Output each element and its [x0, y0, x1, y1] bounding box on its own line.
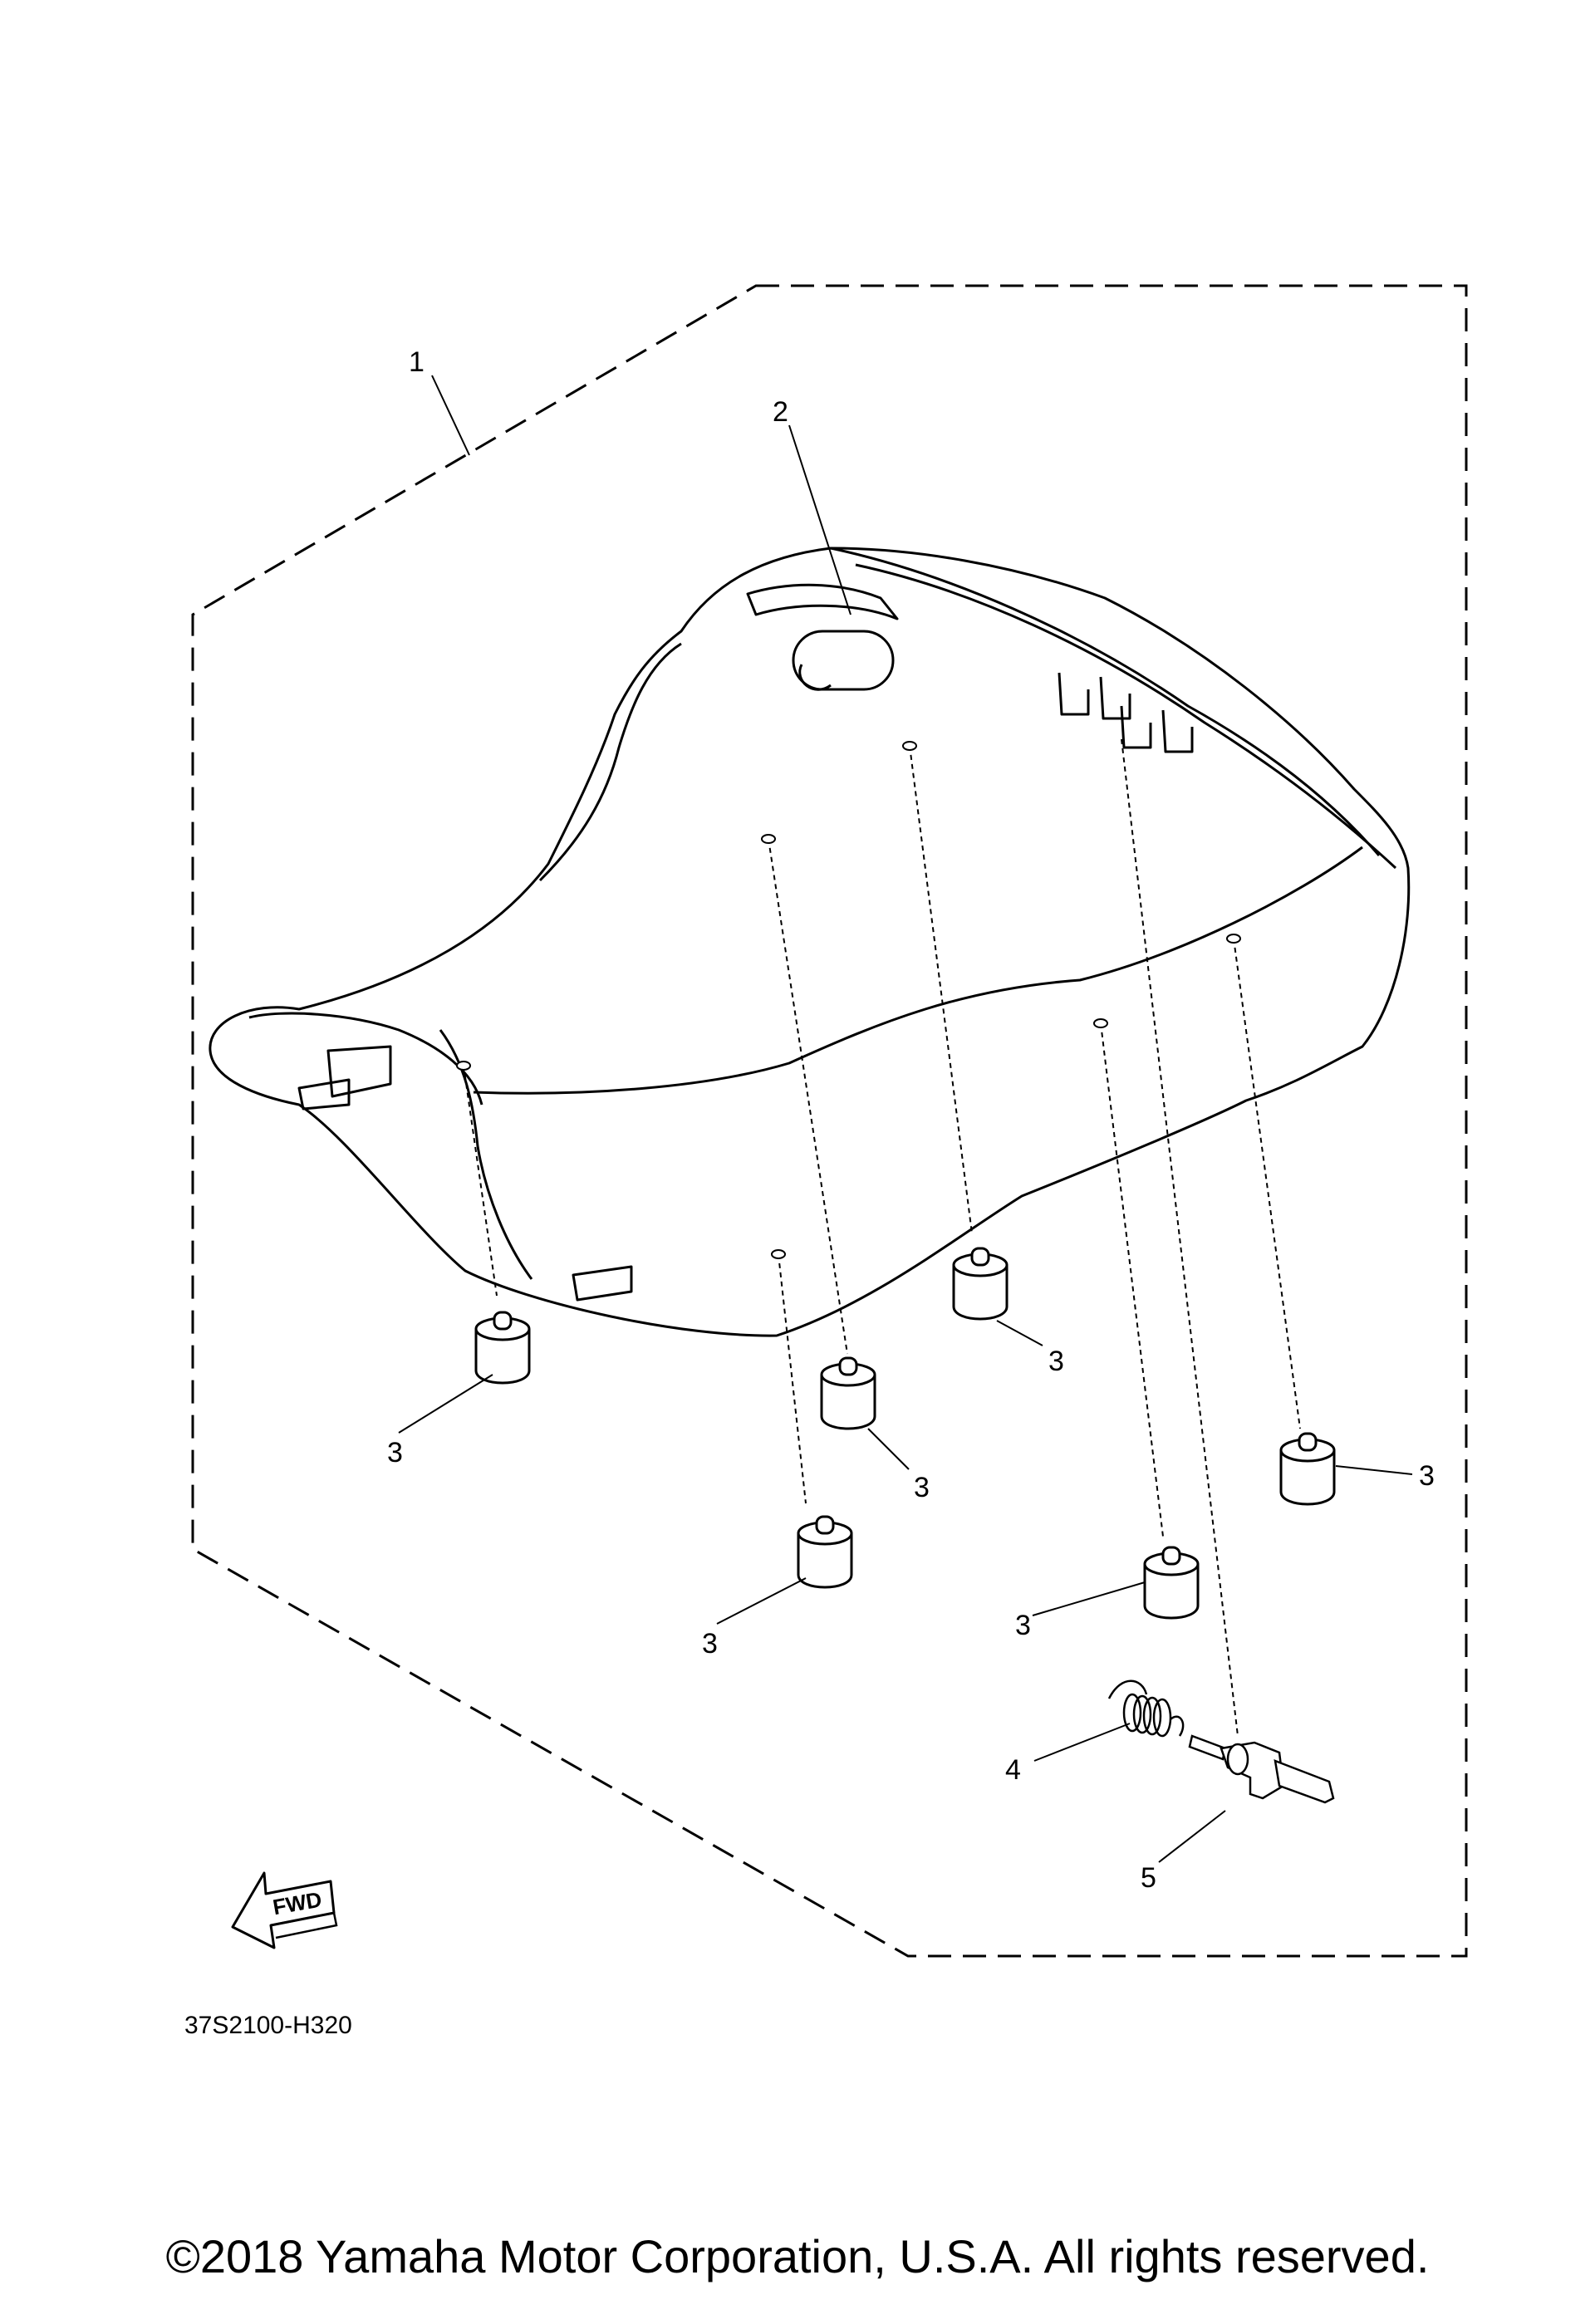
leader-lines	[398, 375, 1413, 1863]
fwd-arrow: FWD	[231, 1871, 338, 1949]
copyright-notice: ©2018 Yamaha Motor Corporation, U.S.A. A…	[165, 2230, 1430, 2282]
callout-1: 1	[409, 346, 425, 378]
dampers	[474, 1247, 1336, 1620]
damper-c	[952, 1247, 1009, 1321]
damper-e	[1143, 1546, 1200, 1620]
seat-strap	[792, 630, 895, 691]
damper-f	[1279, 1432, 1336, 1506]
lock-lever	[1188, 1734, 1335, 1804]
callout-3a: 3	[387, 1437, 403, 1468]
callout-3f: 3	[1419, 1460, 1435, 1492]
damper-holes	[456, 741, 1241, 1259]
damper-b	[820, 1356, 876, 1430]
diagram-code: 37S2100-H320	[184, 2012, 352, 2039]
assembly-boundary	[191, 284, 1468, 1958]
damper-d	[797, 1515, 853, 1589]
callout-3b: 3	[914, 1472, 930, 1503]
spring	[1107, 1679, 1185, 1738]
callout-5: 5	[1141, 1862, 1156, 1894]
seat-assembly	[209, 547, 1411, 1337]
callout-4: 4	[1005, 1754, 1021, 1786]
callout-3d: 3	[702, 1628, 718, 1660]
damper-a	[474, 1311, 531, 1385]
callout-3c: 3	[1048, 1346, 1064, 1377]
callout-3e: 3	[1015, 1610, 1031, 1641]
damper-guidelines	[463, 738, 1301, 1737]
callout-2: 2	[773, 396, 788, 428]
